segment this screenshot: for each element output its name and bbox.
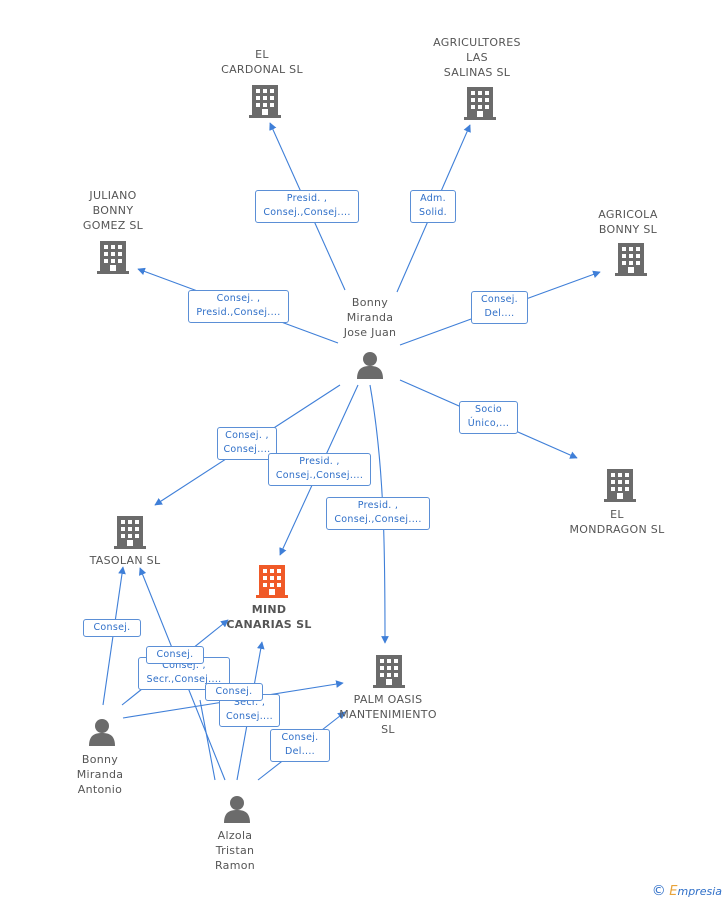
node-label-alzola[interactable]: Alzola Tristan Ramon	[214, 829, 256, 872]
building-icon-agricultores[interactable]	[464, 87, 496, 120]
node-label-agricultores[interactable]: AGRICULTORES LAS SALINAS SL	[433, 36, 521, 79]
edge-label-agricultores[interactable]: Adm. Solid.	[410, 190, 456, 223]
brand-initial: E	[669, 884, 678, 899]
empresia-brand[interactable]: © Empresia	[652, 883, 722, 899]
edge-label-tasolan-antonio[interactable]: Consej.	[83, 619, 141, 637]
node-label-mind-canarias[interactable]: MIND CANARIAS SL	[226, 603, 312, 631]
building-icon-tasolan[interactable]	[114, 516, 146, 549]
edge-label-palm-jose[interactable]: Presid. , Consej.,Consej....	[326, 497, 430, 530]
edge-label-juliano[interactable]: Consej. , Presid.,Consej....	[188, 290, 289, 323]
edge-label-mondragon[interactable]: Socio Único,...	[459, 401, 518, 434]
building-icon-juliano[interactable]	[97, 241, 129, 274]
node-label-el-cardonal[interactable]: EL CARDONAL SL	[221, 48, 303, 76]
node-label-el-mondragon[interactable]: EL MONDRAGON SL	[569, 508, 665, 536]
person-icon-bonny-antonio[interactable]	[89, 719, 115, 746]
edge-line-alzola-extra	[199, 699, 216, 781]
node-label-agricola[interactable]: AGRICOLA BONNY SL	[598, 208, 658, 236]
node-label-bonny-antonio[interactable]: Bonny Miranda Antonio	[76, 753, 124, 796]
person-icon-alzola[interactable]	[224, 796, 250, 823]
edge-label-palm-antonio[interactable]: Consej.	[205, 683, 263, 701]
edge-label-palm-alzola[interactable]: Consej. Del....	[270, 729, 330, 762]
node-label-juliano[interactable]: JULIANO BONNY GOMEZ SL	[82, 189, 144, 232]
building-icon-el-mondragon[interactable]	[604, 469, 636, 502]
building-icon-agricola[interactable]	[615, 243, 647, 276]
copyright-icon: ©	[651, 883, 666, 899]
edge-label-tasolan-jose[interactable]: Consej. , Consej....	[217, 427, 277, 460]
building-icon-mind-canarias[interactable]	[256, 565, 288, 598]
edge-label-agricola[interactable]: Consej. Del....	[471, 291, 528, 324]
edge-label-mind-jose[interactable]: Presid. , Consej.,Consej....	[268, 453, 371, 486]
brand-name: mpresia	[677, 885, 722, 898]
node-label-tasolan[interactable]: TASOLAN SL	[89, 554, 161, 567]
node-label-bonny-jose[interactable]: Bonny Miranda Jose Juan	[343, 296, 397, 339]
edge-label-cardonal[interactable]: Presid. , Consej.,Consej....	[255, 190, 359, 223]
edge-label-mind-antonio[interactable]: Consej.	[146, 646, 204, 664]
person-icon-bonny-jose[interactable]	[357, 352, 383, 379]
building-icon-palm-oasis[interactable]	[373, 655, 405, 688]
node-label-palm-oasis[interactable]: PALM OASIS MANTENIMIENTO SL	[339, 693, 437, 736]
building-icon-el-cardonal[interactable]	[249, 85, 281, 118]
